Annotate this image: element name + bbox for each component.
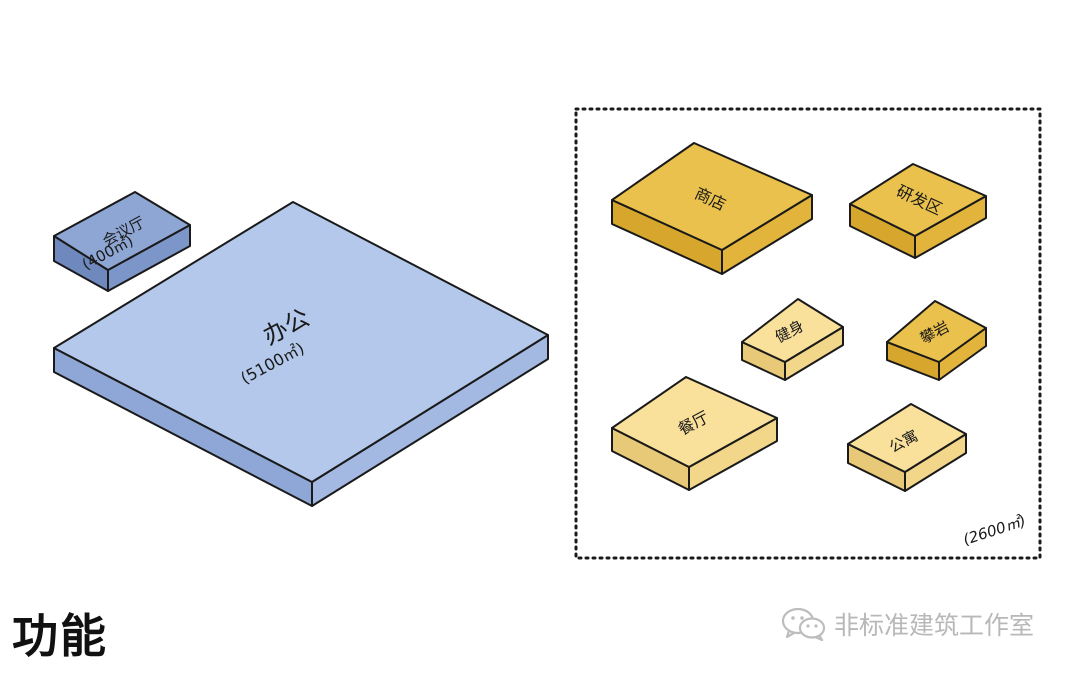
office-block: 办公 (5100㎡) bbox=[53, 201, 549, 507]
restaurant-block: 餐厅 bbox=[611, 376, 778, 491]
shop-top-face bbox=[611, 142, 813, 251]
shop-block: 商店 bbox=[611, 142, 813, 275]
apartment-top-face bbox=[847, 403, 967, 473]
rnd-block: 研发区 bbox=[849, 163, 987, 259]
restaurant-top-face bbox=[611, 376, 778, 468]
wechat-icon bbox=[781, 607, 826, 642]
meeting-hall-top-face bbox=[53, 191, 191, 271]
office-block-top-face bbox=[53, 201, 549, 483]
rnd-top-face bbox=[849, 163, 987, 237]
climbing-block: 攀岩 bbox=[886, 300, 987, 381]
gym-top-face bbox=[741, 298, 844, 363]
watermark: 非标准建筑工作室 bbox=[780, 606, 1034, 642]
gym-block: 健身 bbox=[741, 298, 844, 381]
watermark-text: 非标准建筑工作室 bbox=[834, 611, 1035, 640]
climbing-top-face bbox=[886, 300, 987, 363]
page-title: 功能 bbox=[12, 609, 108, 663]
group-boundary bbox=[574, 107, 1042, 560]
meeting-hall-block: 会议厅 (400㎡) bbox=[53, 191, 191, 292]
group-area: (2600㎡) bbox=[961, 512, 1028, 549]
apartment-block: 公寓 bbox=[847, 403, 967, 492]
